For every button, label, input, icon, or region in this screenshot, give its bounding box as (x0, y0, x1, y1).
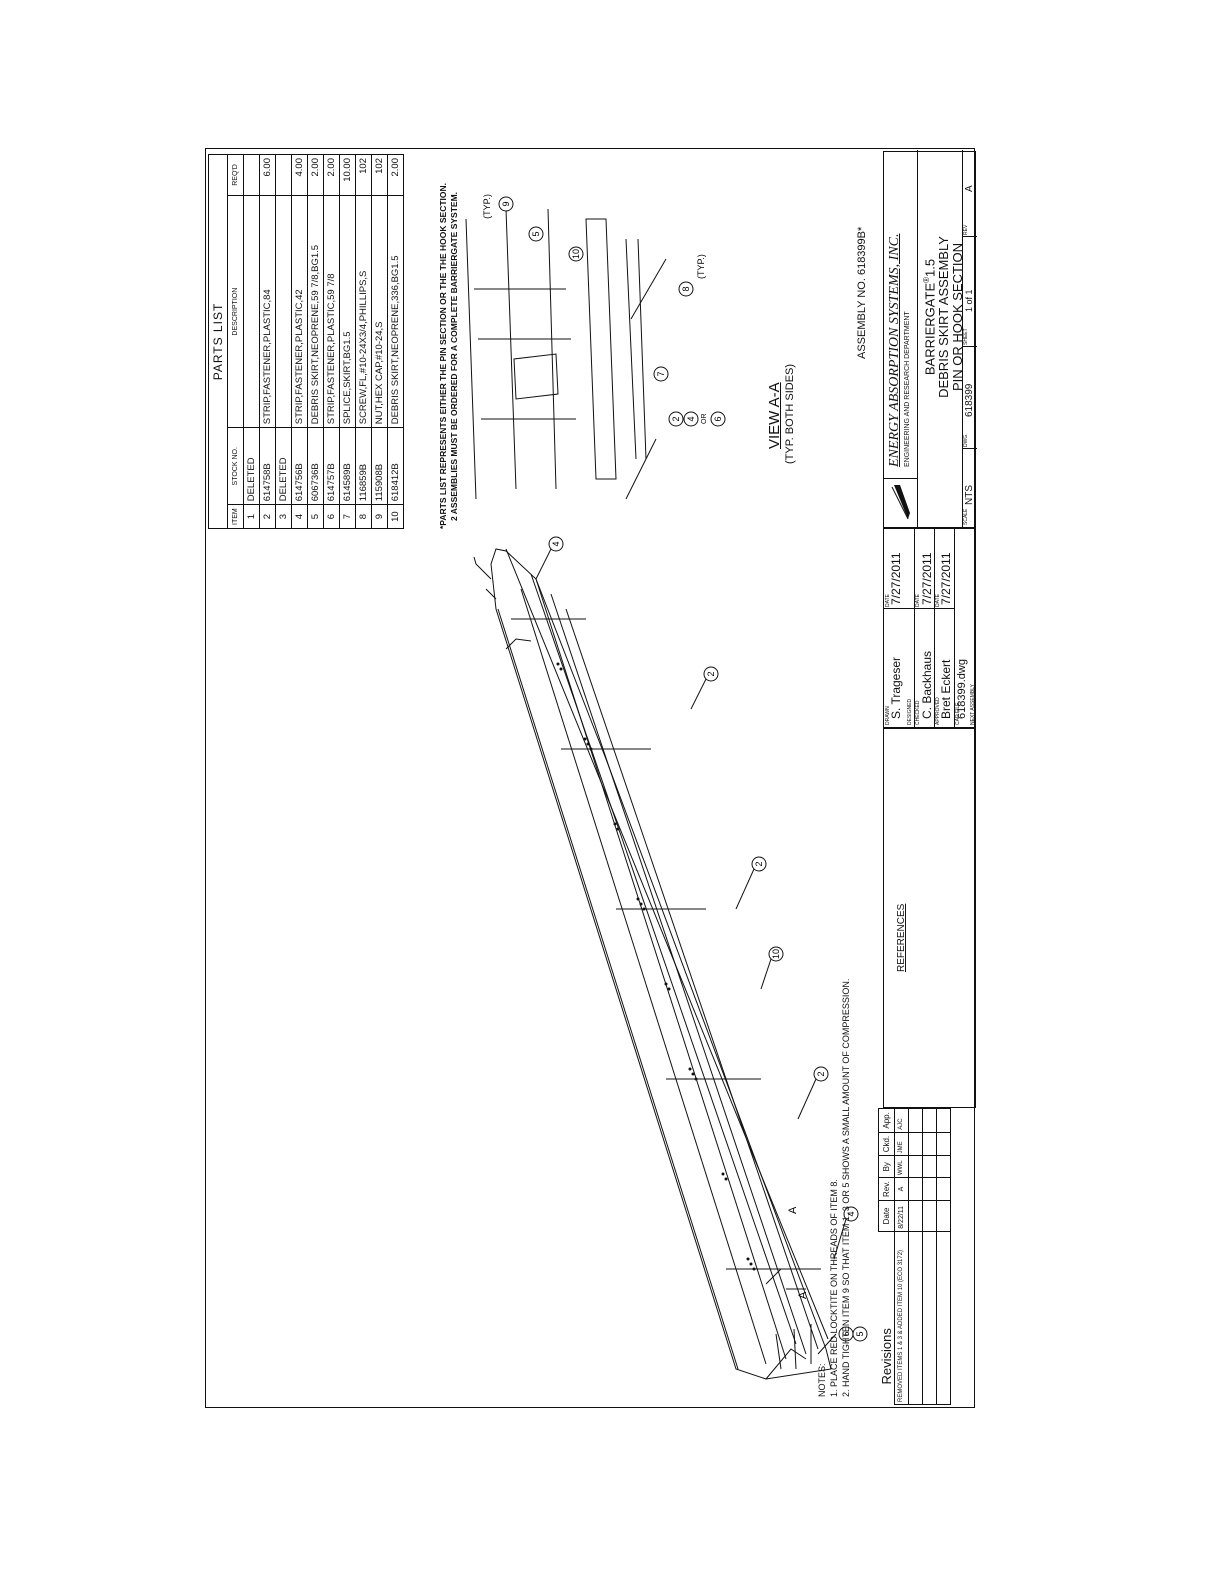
note-item: 1. PLACE RED LOCKTITE ON THREADS OF ITEM… (829, 1179, 839, 1397)
callout-9: 9 (498, 196, 514, 212)
svg-text:2: 2 (754, 861, 764, 866)
parts-list-title: PARTS LIST (208, 154, 228, 529)
callout-5: 5 (528, 226, 544, 242)
svg-text:5: 5 (855, 1331, 865, 1336)
col-item: ITEM (227, 504, 244, 529)
callout-10: 10 (568, 246, 584, 262)
assembly-number: ASSEMBLY NO. 618399B* (856, 226, 868, 359)
revisions-block: Revisions Date Rev. By Ckd. App. REMOVED… (878, 1108, 951, 1405)
revision-letter: A (964, 185, 975, 192)
parts-list-note: *PARTS LIST REPRESENTS EITHER THE PIN SE… (438, 182, 459, 529)
callout-2: 2 (751, 856, 767, 872)
svg-text:8: 8 (681, 286, 691, 291)
revisions-title: Revisions (878, 1231, 894, 1405)
table-row: REMOVED ITEMS 1 & 3 & ADDED ITEM 10 (ECO… (894, 1108, 908, 1405)
svg-text:9: 9 (501, 201, 511, 206)
svg-text:5: 5 (531, 231, 541, 236)
drawn-by: S. Trageser (889, 656, 903, 719)
svg-text:2: 2 (671, 416, 681, 421)
callout-8: 8 (678, 281, 694, 297)
svg-text:2: 2 (816, 1071, 826, 1076)
drawing-number: 618399 (964, 383, 975, 417)
general-notes: NOTES: 1. PLACE RED LOCKTITE ON THREADS … (816, 979, 852, 1397)
approved-by: Bret Eckert (939, 659, 953, 719)
callout-4: 4 (548, 536, 564, 552)
company-name: ENERGY ABSORPTION SYSTEMS, INC. (887, 233, 902, 467)
svg-text:OR: OR (701, 414, 708, 425)
svg-text:A: A (797, 1291, 809, 1299)
svg-text:10: 10 (771, 949, 781, 959)
references-label: REFERENCES (896, 903, 907, 972)
svg-text:7: 7 (656, 371, 666, 376)
approved-date: 7/27/2011 (939, 552, 953, 606)
callout-10: 10 (768, 946, 784, 962)
svg-text:4: 4 (686, 416, 696, 421)
section-markers: A A (787, 1206, 809, 1299)
svg-text:6: 6 (841, 1331, 851, 1336)
detail-view-aa: 9 5 10 7 8 2 4 6 OR (TYP.) (TYP.) (465, 194, 726, 500)
company-logo (891, 485, 910, 520)
skirt-top-edge (497, 608, 739, 1370)
svg-text:4: 4 (846, 1211, 856, 1216)
svg-text:(TYP.): (TYP.) (482, 194, 492, 219)
callout-2: 2 (668, 411, 684, 427)
notes-heading: NOTES: (817, 1363, 827, 1397)
references-block: REFERENCES (883, 728, 976, 1108)
svg-text:4: 4 (551, 541, 561, 546)
callout-7: 7 (653, 366, 669, 382)
drawing-title: BARRIERGATE®1.5 DEBRIS SKIRT ASSEMBLY PI… (922, 236, 966, 398)
callout-2: 2 (813, 1066, 829, 1082)
col-qty: REQ'D (227, 154, 244, 196)
callout-6: 6 (710, 411, 726, 427)
checked-by: C. Backhaus (920, 650, 934, 719)
svg-text:10: 10 (571, 249, 581, 259)
callout-2: 2 (703, 666, 719, 682)
assembly-drawing: 6 5 4 2 10 2 2 4 A A (473, 536, 868, 1380)
callout-5: 5 (852, 1326, 868, 1342)
drawing-sheet: 6 5 4 2 10 2 2 4 A A (205, 148, 977, 1409)
cad-file: 618399.dwg (956, 659, 968, 719)
view-title: VIEW A-A (766, 382, 783, 449)
detail-callouts: 9 5 10 7 8 2 4 6 (498, 196, 726, 427)
rotated-drawing-frame: 6 5 4 2 10 2 2 4 A A (206, 149, 977, 1409)
fastener-marks (556, 662, 756, 1271)
sheet-number: 1 of 1 (964, 289, 974, 312)
section-arrow (765, 1268, 806, 1290)
signoff-block: DRAWN S. Trageser DESIGNED DATE 7/27/201… (883, 527, 976, 728)
callout-4: 4 (843, 1206, 859, 1222)
drawn-date: 7/27/2011 (889, 552, 903, 606)
svg-text:A: A (787, 1206, 799, 1214)
skirt-outline (490, 548, 832, 1380)
callout-4: 4 (683, 411, 699, 427)
scale-value: NTS (964, 485, 975, 505)
parts-list: PARTS LIST ITEM STOCK NO. DESCRIPTION RE… (208, 154, 404, 529)
department: ENGINEERING AND RESEARCH DEPARTMENT (904, 311, 911, 467)
checked-date: 7/27/2011 (920, 552, 934, 606)
title-block: ENERGY ABSORPTION SYSTEMS, INC. ENGINEER… (883, 150, 977, 528)
svg-text:6: 6 (713, 416, 723, 421)
svg-text:(TYP.): (TYP.) (696, 254, 706, 279)
note-item: 2. HAND TIGHTEN ITEM 9 SO THAT ITEM 1, 3… (841, 978, 851, 1397)
svg-text:2: 2 (706, 671, 716, 676)
col-stock: STOCK NO. (227, 427, 244, 505)
view-subtitle: (TYP. BOTH SIDES) (784, 363, 796, 464)
main-callouts: 6 5 4 2 10 2 2 4 (548, 536, 868, 1342)
col-desc: DESCRIPTION (227, 195, 244, 428)
